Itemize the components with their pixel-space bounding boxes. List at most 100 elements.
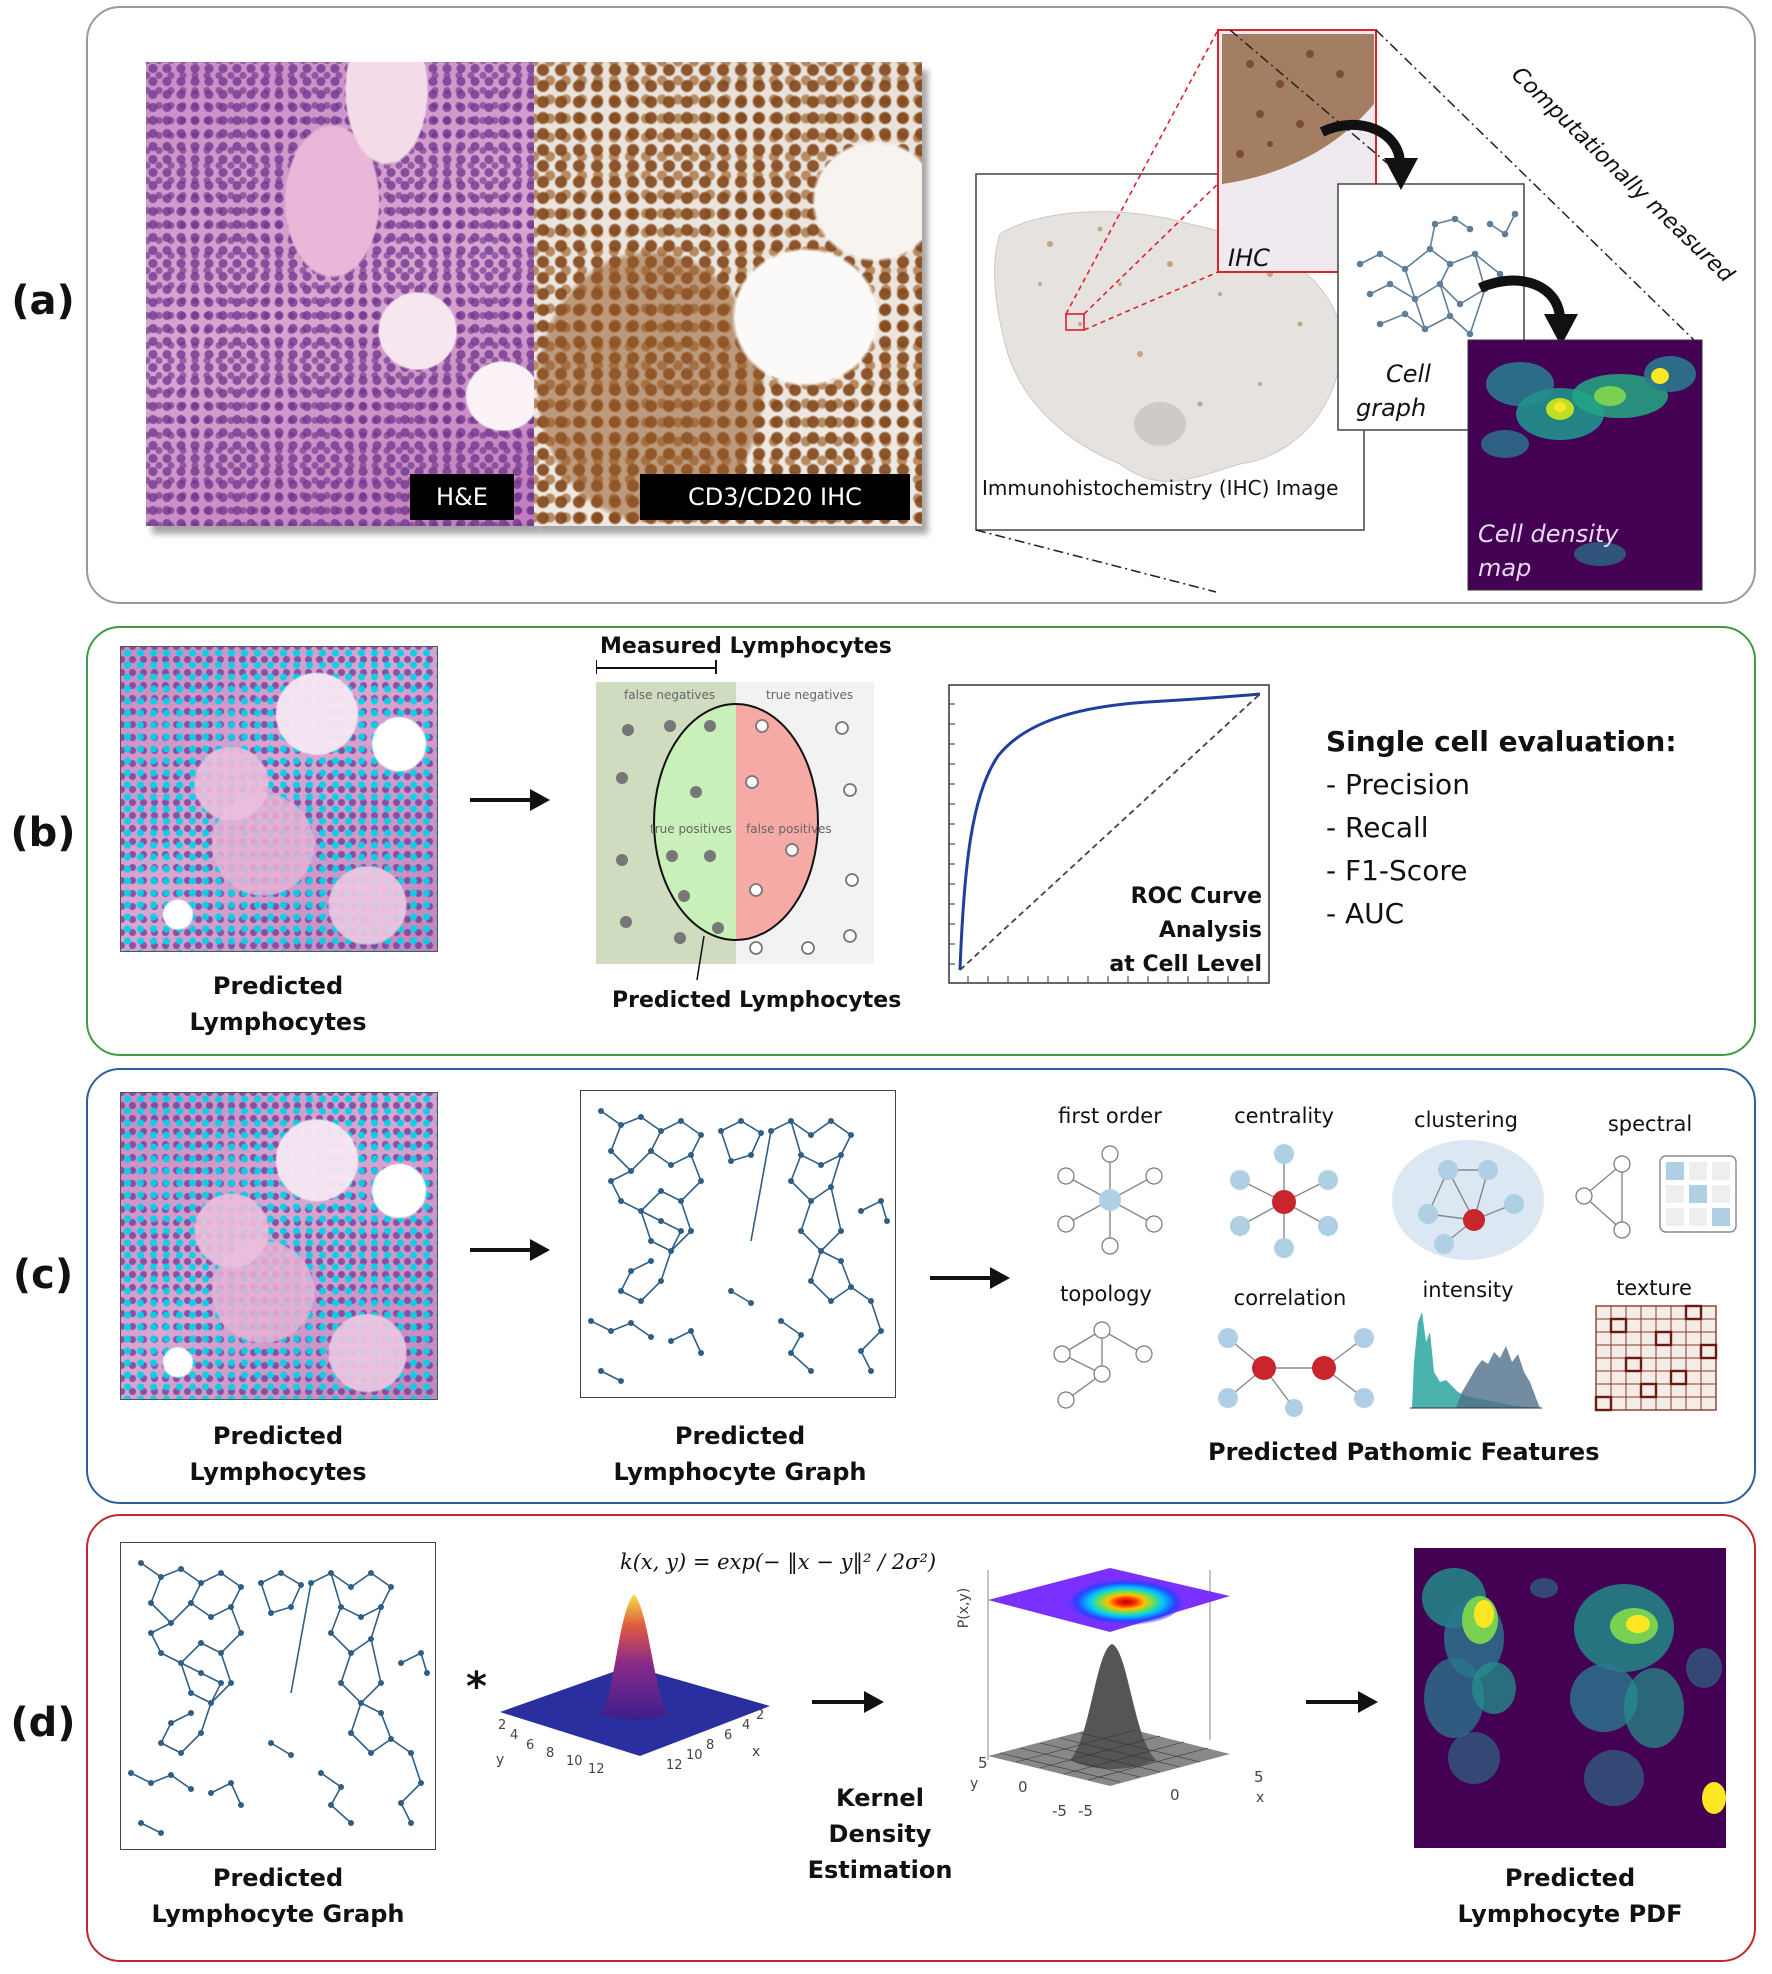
kde-mesh-lines (999, 1729, 1209, 1783)
convolution-star: * (466, 1664, 487, 1710)
lymphocyte-graph-caption-d: Predicted Lymphocyte Graph (138, 1860, 418, 1932)
kernel-tick-x4: 6 (724, 1728, 733, 1743)
ihc-image-label: Immunohistochemistry (IHC) Image (982, 476, 1339, 500)
pathomic-features-caption: Predicted Pathomic Features (1208, 1438, 1600, 1466)
caption-line: Predicted (212, 972, 344, 1000)
predicted-lymphocytes-caption-c: Predicted Lymphocytes (168, 1418, 388, 1490)
density-map-label-1: Cell density (1478, 520, 1619, 548)
feature-texture-label: texture (1616, 1276, 1692, 1300)
arrow-c2 (930, 1267, 1010, 1289)
arrow-d1 (812, 1691, 884, 1713)
caption-line: Predicted (1504, 1864, 1636, 1892)
caption-line: Predicted (674, 1422, 806, 1450)
measured-lymphocytes-title: Measured Lymphocytes (600, 634, 892, 659)
evaluation-title: Single cell evaluation: (1326, 725, 1677, 758)
lymphocyte-graph-network-c (588, 1108, 890, 1384)
kernel-axis-y: y (496, 1752, 505, 1768)
evaluation-item: - F1-Score (1326, 854, 1468, 887)
kde-tick-x3: 5 (1254, 1768, 1264, 1786)
false-negatives-label: false negatives (624, 688, 716, 702)
kernel-axis-x: x (752, 1744, 761, 1760)
kde-line: Density Estimation (807, 1820, 953, 1884)
true-positive-region (654, 704, 736, 940)
kde-axis-x: x (1256, 1790, 1265, 1806)
prediction-circle (653, 703, 819, 941)
kde-tick-x1: -5 (1078, 1802, 1093, 1820)
curved-arrow-2 (1544, 314, 1578, 346)
panel-label-b: (b) (10, 810, 76, 856)
correlation-icon (1218, 1328, 1374, 1417)
predicted-lymphocytes-image-b (120, 646, 438, 952)
kernel-tick-x6: 2 (756, 1708, 765, 1723)
roc-diagonal (959, 693, 1261, 971)
kde-tick-y3: -5 (1052, 1802, 1067, 1820)
texture-icon (1594, 1304, 1718, 1412)
roc-ticks (949, 703, 1249, 982)
hollow-dots (745, 719, 859, 955)
feature-centrality-label: centrality (1234, 1104, 1334, 1128)
spectral-icon (1575, 1155, 1737, 1239)
predicted-lymphocytes-bottom-label: Predicted Lymphocytes (612, 988, 902, 1013)
caption-line: Lymphocytes (189, 1458, 367, 1486)
kernel-tick-x3: 8 (706, 1738, 715, 1753)
kernel-tick-y1: 2 (498, 1718, 507, 1733)
kde-line: Kernel (836, 1784, 924, 1812)
predicted-pdf-caption: Predicted Lymphocyte PDF (1430, 1860, 1710, 1932)
ihc-slide-tissue (994, 211, 1342, 482)
kde-tick-x2: 0 (1170, 1786, 1180, 1804)
ihc-zoom-diagram (975, 29, 1703, 593)
feature-first-order-label: first order (1058, 1104, 1162, 1128)
predicted-lymphocytes-image-c (120, 1092, 438, 1400)
intensity-icon (1410, 1312, 1542, 1409)
roc-caption: ROC Curve Analysis at Cell Level (1106, 880, 1262, 982)
true-negatives-label: true negatives (766, 688, 854, 702)
false-positive-region (736, 704, 818, 940)
cell-graph-label-1: Cell (1386, 360, 1431, 388)
arrow-d2 (1306, 1691, 1378, 1713)
evaluation-item: - Precision (1326, 768, 1470, 801)
predicted-lymphocyte-graph-d (120, 1542, 436, 1850)
ihc-slide-specks (1038, 226, 1303, 407)
clustering-icon (1392, 1140, 1544, 1260)
kde-heat-contour (1058, 1578, 1182, 1626)
feature-topology-label: topology (1060, 1282, 1152, 1306)
roc-curve-line (958, 692, 1261, 971)
caption-line: Predicted (212, 1422, 344, 1450)
feature-correlation-label: correlation (1233, 1286, 1347, 1310)
ihc-zoom-label: IHC (1228, 244, 1270, 272)
filled-dots (616, 720, 724, 944)
ihc-stain-image (534, 62, 922, 526)
true-positives-label: true positives (650, 822, 732, 836)
zoom-source-box (1065, 313, 1085, 331)
kernel-formula: k(x, y) = exp(− ‖x − y‖² / 2σ²) (620, 1550, 937, 1574)
kde-surface-plot (987, 1568, 1230, 1786)
arrow-b1 (470, 789, 550, 811)
roc-line: at Cell Level (1109, 952, 1262, 977)
panel-label-c: (c) (12, 1252, 74, 1298)
kernel-peak (600, 1594, 670, 1720)
kernel-tick-x2: 10 (686, 1748, 703, 1763)
kde-axis-y: y (970, 1776, 979, 1792)
ihc-tag: CD3/CD20 IHC (640, 474, 910, 520)
kernel-tick-y4: 8 (546, 1746, 555, 1761)
curved-arrow-1 (1384, 158, 1418, 190)
feature-spectral-label: spectral (1607, 1112, 1693, 1136)
kde-tick-y2: 0 (1018, 1778, 1028, 1796)
evaluation-item: - Recall (1326, 811, 1429, 844)
feature-intensity-label: intensity (1422, 1278, 1514, 1302)
centrality-icon (1230, 1144, 1338, 1258)
lymphocyte-graph-caption-c: Predicted Lymphocyte Graph (600, 1418, 880, 1490)
he-image (146, 62, 534, 526)
predicted-lymphocytes-caption-b: Predicted Lymphocytes (168, 968, 388, 1040)
predicted-lymphocyte-pdf-image (1414, 1548, 1726, 1848)
he-tag: H&E (410, 474, 514, 520)
precision-recall-diagram (596, 660, 874, 980)
ihc-slide-blob (1134, 402, 1186, 446)
evaluation-item: - AUC (1326, 897, 1405, 930)
arrow-c1 (470, 1239, 550, 1261)
kernel-tick-y2: 4 (510, 1728, 519, 1743)
panel-label-a: (a) (11, 278, 75, 324)
density-map-label-2: map (1478, 554, 1532, 582)
kernel-tick-x1: 12 (666, 1758, 683, 1773)
predicted-lymphocyte-graph-c (580, 1090, 896, 1398)
